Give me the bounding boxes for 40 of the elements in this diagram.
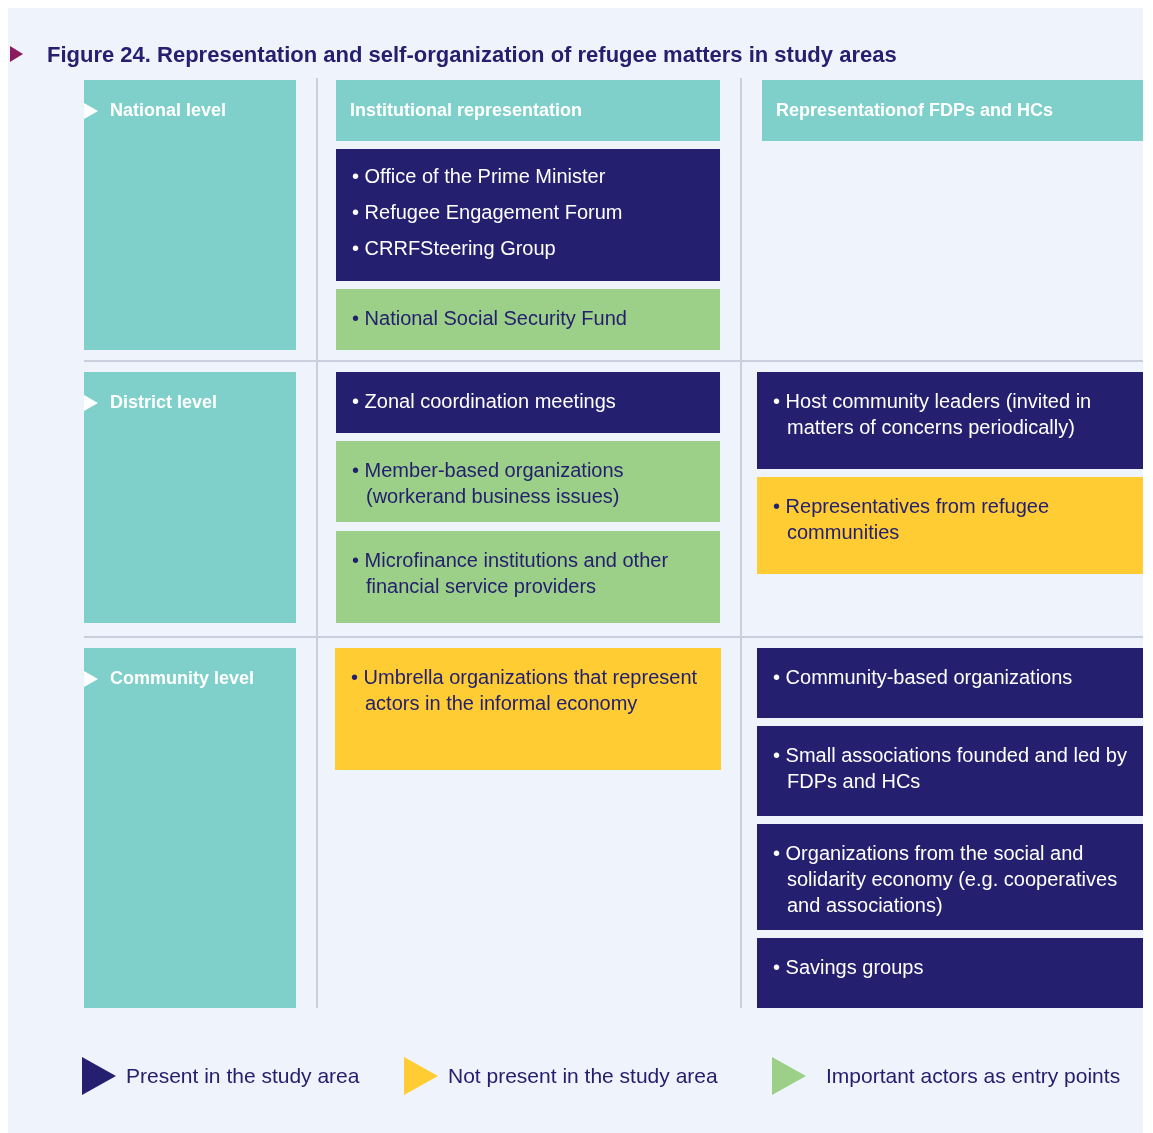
list-item: • Umbrella organizations that represent actors in the informal economy (351, 665, 699, 716)
list-item: • Host community leaders (invited in matters of concerns periodically) (773, 389, 1093, 440)
list-item: • National Social Security Fund (352, 306, 628, 331)
list-item: • Savings groups (773, 955, 925, 980)
column-header (762, 80, 1143, 141)
actor-box (757, 477, 1143, 574)
list-item: • Refugee Engagement Forum (352, 200, 624, 225)
list-item: • Zonal coordination meetings (352, 389, 617, 414)
actor-box (336, 441, 720, 522)
legend-text: Present in the study area (126, 1064, 360, 1088)
level-panel (84, 372, 296, 623)
header-text: Institutional representation (349, 99, 584, 121)
list-item: • Small associations founded and led by FDPs and HCs (773, 743, 1127, 794)
list-item: • Representatives from refugee communities (773, 494, 1051, 545)
actor-box (757, 726, 1143, 816)
actor-box (757, 824, 1143, 930)
header-text: Representationof FDPs and HCs (775, 99, 1055, 121)
legend-text: Not present in the study area (448, 1064, 718, 1088)
actor-box (336, 372, 720, 433)
level-panel (84, 80, 296, 350)
level-heading: Community level (110, 668, 255, 689)
actor-box (336, 289, 720, 350)
level-heading: District level (110, 392, 218, 413)
list-item: • Organizations from the social and solidarity economy (e.g. cooperatives and associations) (773, 841, 1119, 918)
list-item: • CRRFSteering Group (352, 236, 557, 261)
actor-box (336, 149, 720, 281)
level-heading: National level (110, 100, 227, 121)
list-item: • Microfinance institutions and other financial service providers (352, 548, 670, 599)
list-item: • Member-based organizations (workerand business issues) (352, 458, 625, 509)
column-header (336, 80, 720, 141)
actor-box (757, 372, 1143, 469)
actor-box (335, 648, 721, 770)
list-item: • Office of the Prime Minister (352, 164, 607, 189)
actor-box (757, 938, 1143, 1008)
legend-text: Important actors as entry points (826, 1064, 1121, 1088)
figure-title: Figure 24. Representation and self-organization of refugee matters in study areas (47, 42, 897, 68)
actor-box (336, 531, 720, 623)
list-item: • Community-based organizations (773, 665, 1074, 690)
level-panel (84, 648, 296, 1008)
actor-box (757, 648, 1143, 718)
